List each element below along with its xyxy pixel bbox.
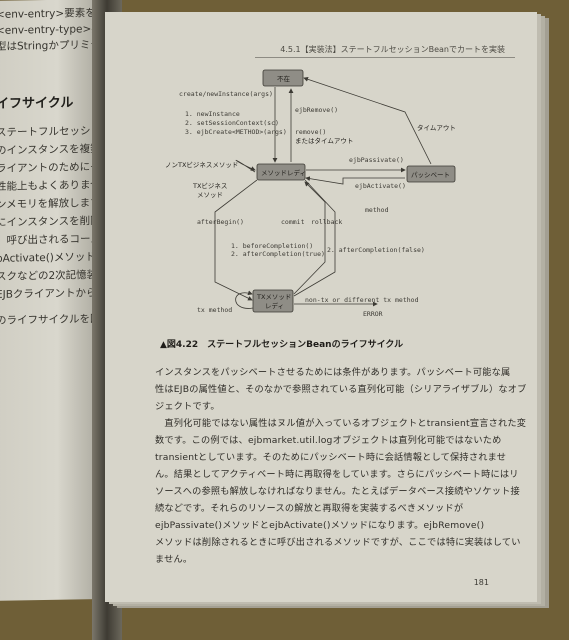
arrow-commit-path <box>293 179 336 297</box>
left-line: EJBクライアントから呼び <box>0 286 102 301</box>
label-error: ERROR <box>363 310 383 318</box>
left-line: <env-entry-type>要素 <box>0 22 102 37</box>
right-page: 4.5.1【実装法】ステートフルセッションBeanでカートを実装 不在 メソッド… <box>105 12 537 602</box>
arrow-timeout <box>303 77 432 165</box>
state-box-ready <box>256 163 306 181</box>
label-timeout: タイムアウト <box>417 123 456 132</box>
state-box-passive <box>406 165 456 183</box>
label-before1: 1. beforeCompletion() <box>231 242 313 250</box>
label-tx-biz-2: メソッド <box>197 191 223 199</box>
body-line: ません。 <box>155 554 193 565</box>
label-step3: 3. ejbCreate<METHOD>(args) <box>185 128 287 136</box>
label-nontx: ノンTXビジネスメソッド <box>165 160 238 169</box>
left-section-title: イフサイクル <box>0 95 74 112</box>
body-line: ejbPassivate()メソッドとejbActivate()メソッドになりま… <box>155 520 485 531</box>
body-line: ジェクトです。 <box>155 401 220 412</box>
label-ejbactivate: ejbActivate() <box>355 182 406 190</box>
left-line: ライアントのためにそれぞれの <box>0 160 102 175</box>
label-ejbremove: ejbRemove() <box>295 106 338 114</box>
label-commit: commit <box>281 218 305 226</box>
body-line: メソッドは削除されるときに呼び出されるメソッドですが、ここでは特に実装はしてい <box>155 537 521 548</box>
running-header: 4.5.1【実装法】ステートフルセッションBeanでカートを実装 <box>280 45 505 54</box>
body-line: transientとしています。そのためにパッシベート時に会話情報として保持され… <box>155 452 507 463</box>
body-line: 数です。この例では、ejbmarket.util.logオブジェクトは直列化可能… <box>155 435 502 446</box>
left-line: ステートフルセッションBean <box>0 124 102 139</box>
lifecycle-diagram: 不在 メソッドレディ パッシベート TXメソッド レディ create/newI… <box>165 69 456 318</box>
label-step1: 1. newInstance <box>185 110 240 118</box>
left-line: のライフサイクルを図を示し <box>0 312 102 327</box>
state-box-nonexist <box>262 69 304 87</box>
label-aftercomp-false: 2. afterCompletion(false) <box>327 246 425 254</box>
state-ready-label: メソッドレディ <box>261 168 306 177</box>
left-page: <env-entry>要素を利用しま <env-entry-type>要素 型は… <box>0 0 102 601</box>
left-line: にインスタンスを削除する <box>0 214 102 229</box>
header-rule <box>255 57 515 58</box>
label-rollback: rollback <box>311 218 342 226</box>
label-ejbpassivate: ejbPassivate() <box>349 156 404 164</box>
body-line: ソースへの参照も解放しなければなりません。たとえばデータベース接続やソケット接 <box>155 486 520 497</box>
label-remove: remove() <box>295 128 326 136</box>
label-non-tx-error: non-tx or different tx method <box>305 296 419 304</box>
left-line: 性能上もよくありません。その <box>0 178 102 193</box>
arrow-nontx-loop <box>235 159 256 173</box>
body-line: ん。結果としてアクティベート時に再取得をしています。さらにパッシベート時にはリ <box>155 469 519 480</box>
arrow-completion <box>293 181 326 295</box>
figure-caption: ▲図4.22 ステートフルセッションBeanのライフサイクル <box>160 340 404 350</box>
body-line: 続などです。それらのリソースの解放と再取得を実装するべきメソッドが <box>155 503 464 514</box>
body-line: 性はEJBの属性値と、そのなかで参照されている直列化可能（シリアライザブル）なオ… <box>155 384 527 395</box>
left-line: スクなどの2次記憶装置に <box>0 268 102 283</box>
label-before2: 2. afterCompletion(true) <box>231 250 325 258</box>
state-tx-ready-line1: TXメソッド <box>256 293 291 301</box>
body-line: インスタンスをパッシベートさせるためには条件があります。パッシベート可能な属 <box>155 367 511 378</box>
state-nonexist-label: 不在 <box>277 74 291 83</box>
left-line: 、呼び出されるコールバック <box>0 232 102 247</box>
label-tx-method: tx method <box>197 306 232 314</box>
left-line: <env-entry>要素を利用しま <box>0 6 102 21</box>
left-line: 型はStringかプリミティ <box>0 38 102 53</box>
arrow-afterbegin <box>214 179 258 301</box>
left-line: ンメモリを解放します。この <box>0 196 102 211</box>
state-box-tx-ready <box>252 289 294 313</box>
state-passive-label: パッシベート <box>411 171 450 179</box>
left-line: のインスタンスを複数のクライ <box>0 142 102 157</box>
label-create: create/newInstance(args) <box>179 90 273 98</box>
label-tx-biz-1: TXビジネス <box>192 181 227 190</box>
arrow-activate <box>305 176 405 185</box>
arrow-tx-loop <box>235 290 254 309</box>
label-method: method <box>365 206 389 214</box>
body-line: 直列化可能ではない属性はヌル値が入っているオブジェクトとtransient宣言さ… <box>155 418 527 429</box>
left-line: bActivate()メソッド <box>0 251 96 265</box>
page-number: 181 <box>473 578 489 587</box>
label-step2: 2. setSessionContext(sc) <box>185 119 279 127</box>
label-afterbegin: afterBegin() <box>197 218 244 226</box>
label-timeout-or: またはタイムアウト <box>295 136 353 145</box>
state-tx-ready-line2: レディ <box>265 301 284 310</box>
